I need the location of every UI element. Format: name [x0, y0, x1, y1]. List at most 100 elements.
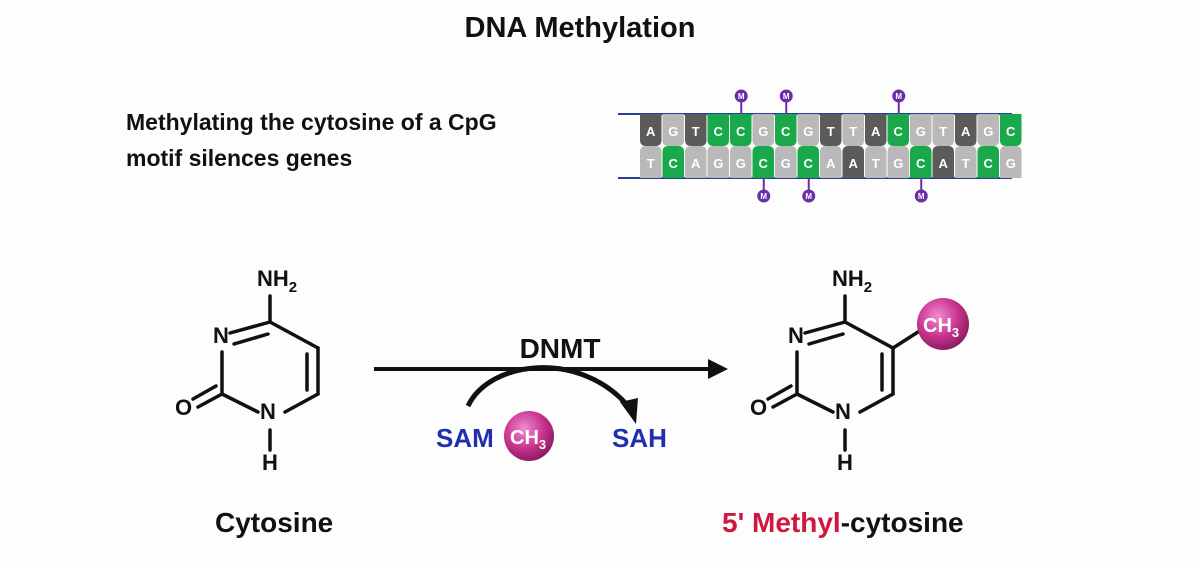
- dna-base-top-label: T: [849, 124, 857, 139]
- methylcytosine-oxygen: O: [750, 395, 767, 420]
- dna-base-top-label: C: [894, 124, 904, 139]
- dna-base-bottom-label: C: [759, 156, 769, 171]
- cytosine-structure: [191, 294, 320, 452]
- methyl-mark-label: M: [738, 92, 745, 101]
- dna-base-top-label: C: [714, 124, 724, 139]
- dna-base-top-label: G: [668, 124, 678, 139]
- dna-base-top: [640, 114, 662, 146]
- cytosine-oxygen: O: [175, 395, 192, 420]
- dna-base-top: [910, 114, 932, 146]
- methyl-mark: [757, 189, 771, 203]
- dna-base-top-label: A: [646, 124, 656, 139]
- dna-base-bottom-label: G: [1006, 156, 1016, 171]
- dna-base-bottom: [730, 146, 752, 178]
- dna-base-top-label: T: [939, 124, 947, 139]
- dna-base-bottom-label: A: [691, 156, 701, 171]
- dna-base-top: [977, 114, 999, 146]
- sam-methyl-ball: CH3: [504, 411, 554, 461]
- dna-base-bottom: [977, 146, 999, 178]
- dna-base-bottom: [752, 146, 774, 178]
- dna-base-top: [1000, 114, 1022, 146]
- dna-base-bottom-label: C: [916, 156, 926, 171]
- methylcytosine-n-ring: N: [788, 323, 804, 348]
- methyl-mark-label: M: [895, 92, 902, 101]
- dna-base-bottom: [797, 146, 819, 178]
- methylcytosine-name-prefix: 5' Methyl: [722, 507, 841, 538]
- methylcytosine-n-h: N: [835, 399, 851, 424]
- dna-base-bottom: [640, 146, 662, 178]
- dna-base-bottom: [662, 146, 684, 178]
- dna-base-top: [797, 114, 819, 146]
- methylcytosine-name: 5' Methyl-cytosine: [722, 507, 964, 539]
- dna-base-top-label: T: [827, 124, 835, 139]
- methylcytosine-name-dash: -: [840, 507, 851, 538]
- methyl-mark: [779, 89, 793, 103]
- dna-base-bottom-label: A: [826, 156, 836, 171]
- dna-base-top: [685, 114, 707, 146]
- dna-base-top: [730, 114, 752, 146]
- dna-base-bottom-label: T: [962, 156, 970, 171]
- methylcytosine-methyl-ball: CH3: [917, 298, 969, 350]
- dna-base-top: [955, 114, 977, 146]
- dna-base-top-label: G: [983, 124, 993, 139]
- dna-base-bottom-label: C: [984, 156, 994, 171]
- dna-base-top-label: G: [916, 124, 926, 139]
- dna-base-bottom-label: C: [804, 156, 814, 171]
- dna-base-bottom-label: G: [736, 156, 746, 171]
- sah-label: SAH: [612, 423, 667, 453]
- dna-base-bottom: [685, 146, 707, 178]
- methyl-mark-label: M: [783, 92, 790, 101]
- subtitle-line-1: Methylating the cytosine of a CpG: [126, 109, 497, 135]
- dna-base-bottom-label: T: [647, 156, 655, 171]
- dna-base-top: [752, 114, 774, 146]
- dna-base-top-label: G: [803, 124, 813, 139]
- dna-base-bottom: [932, 146, 954, 178]
- dna-base-top: [775, 114, 797, 146]
- dna-base-bottom: [820, 146, 842, 178]
- dna-base-top: [887, 114, 909, 146]
- dna-base-bottom-label: G: [893, 156, 903, 171]
- dna-base-bottom: [910, 146, 932, 178]
- methylcytosine-nh2-label: NH2: [832, 266, 872, 296]
- sam-label: SAM: [436, 423, 494, 453]
- dna-base-top-label: C: [781, 124, 791, 139]
- enzyme-label: DNMT: [520, 333, 601, 364]
- dna-base-bottom: [955, 146, 977, 178]
- dna-base-top-label: G: [758, 124, 768, 139]
- dna-base-bottom-label: A: [939, 156, 949, 171]
- subtitle: Methylating the cytosine of a CpG motif …: [126, 104, 586, 176]
- curved-arrow: [465, 365, 638, 424]
- methylcytosine-h: H: [837, 450, 853, 475]
- subtitle-line-2: motif silences genes: [126, 145, 353, 171]
- dna-base-top: [842, 114, 864, 146]
- dna-base-top: [662, 114, 684, 146]
- cytosine-n-ring: N: [213, 323, 229, 348]
- svg-text:CH3: CH3: [923, 315, 959, 340]
- page-title: DNA Methylation: [464, 12, 696, 44]
- dna-base-top-label: C: [1006, 124, 1016, 139]
- dna-base-top-label: C: [736, 124, 746, 139]
- dna-base-bottom-label: G: [781, 156, 791, 171]
- cytosine-h: H: [262, 450, 278, 475]
- svg-text:CH3: CH3: [510, 427, 546, 452]
- dna-base-bottom: [865, 146, 887, 178]
- methyl-mark: [734, 89, 748, 103]
- dna-base-top-label: T: [692, 124, 700, 139]
- methyl-mark-label: M: [805, 192, 812, 201]
- dna-base-top: [865, 114, 887, 146]
- dna-base-top: [932, 114, 954, 146]
- dna-base-top-label: A: [961, 124, 971, 139]
- dna-base-top: [820, 114, 842, 146]
- dna-base-bottom-label: A: [849, 156, 859, 171]
- methyl-mark: [802, 189, 816, 203]
- dna-base-bottom: [775, 146, 797, 178]
- dna-base-top: [707, 114, 729, 146]
- methylcytosine-name-suffix: cytosine: [850, 507, 964, 538]
- dna-base-bottom: [887, 146, 909, 178]
- cytosine-nh2-label: NH2: [257, 266, 297, 296]
- cytosine-name: Cytosine: [215, 507, 334, 538]
- dna-base-bottom-label: T: [872, 156, 880, 171]
- dna-base-bottom: [842, 146, 864, 178]
